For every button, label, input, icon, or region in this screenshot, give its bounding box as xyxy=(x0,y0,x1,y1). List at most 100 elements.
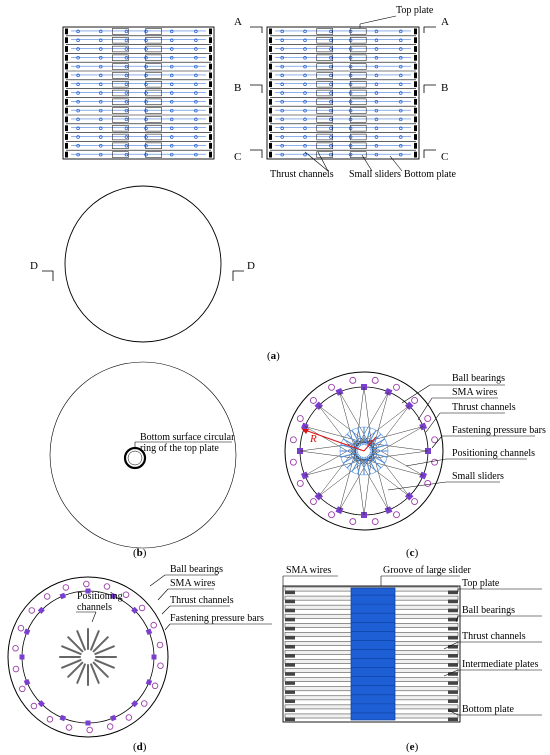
sma-wire-end xyxy=(285,672,295,676)
small-slider xyxy=(366,429,377,447)
ball-bearing xyxy=(329,64,333,69)
ball-bearing xyxy=(424,480,432,487)
ball-bearing xyxy=(12,665,20,673)
ball-bearing xyxy=(280,152,284,157)
pressure-bar xyxy=(414,54,417,61)
ball-bearing xyxy=(296,415,304,422)
ball-bearing xyxy=(98,144,103,148)
ball-bearing xyxy=(76,100,80,104)
label-c-thrust-channels: Thrust channels xyxy=(452,402,516,413)
small-slider xyxy=(145,151,162,158)
pressure-bar xyxy=(65,151,68,158)
small-slider xyxy=(112,54,129,61)
pressure-bar xyxy=(269,116,272,123)
small-slider xyxy=(349,151,367,158)
small-slider xyxy=(316,125,334,132)
ring-assembly-d xyxy=(7,576,169,738)
marker-d-left: D xyxy=(30,260,38,272)
label-d-positioning-line2: channels xyxy=(77,602,112,613)
ball-bearing xyxy=(194,135,198,139)
ball-bearing xyxy=(86,726,93,734)
ball-bearing xyxy=(144,144,148,148)
small-slider xyxy=(368,453,386,464)
ball-bearing xyxy=(169,64,174,69)
fastening-bar xyxy=(151,654,157,660)
ball-bearing xyxy=(329,38,333,42)
ball-bearing xyxy=(280,38,284,42)
ball-bearing xyxy=(289,436,297,444)
ball-bearing xyxy=(169,152,174,157)
small-slider xyxy=(316,142,334,149)
fastening-bar xyxy=(85,720,91,726)
label-top-plate: Top plate xyxy=(396,5,434,16)
ball-bearing xyxy=(19,685,26,693)
ball-bearing xyxy=(103,583,111,590)
fastening-bar xyxy=(59,592,67,600)
ball-bearing xyxy=(12,645,19,652)
ball-bearing xyxy=(303,29,307,34)
small-slider xyxy=(368,438,386,449)
positioning-channel xyxy=(94,659,115,669)
ball-bearing xyxy=(98,82,103,86)
ball-bearing xyxy=(328,511,335,519)
ball-bearing xyxy=(169,29,174,34)
pressure-bar xyxy=(65,54,68,61)
sma-wire-end xyxy=(448,708,458,713)
ball-bearing xyxy=(194,152,198,157)
ball-bearing xyxy=(144,100,148,104)
ball-bearing xyxy=(374,91,379,95)
label-d-thrust-channels: Thrust channels xyxy=(170,595,234,606)
marker-c-right: C xyxy=(441,151,448,163)
ball-bearing xyxy=(374,108,379,113)
pressure-bar xyxy=(209,28,212,35)
stack-outline xyxy=(62,26,215,160)
ball-bearing xyxy=(329,73,333,78)
pressure-bar xyxy=(65,37,68,44)
ball-bearing xyxy=(76,38,80,42)
ball-bearing xyxy=(28,607,36,614)
pressure-bar xyxy=(65,81,68,88)
ball-bearing xyxy=(169,56,174,60)
small-slider xyxy=(357,456,363,475)
ball-bearing xyxy=(303,126,307,130)
sma-wire-end xyxy=(448,699,458,703)
ball-bearing xyxy=(144,135,148,139)
positioning-channel xyxy=(90,663,100,684)
label-c-positioning-channels: Positioning channels xyxy=(452,448,535,459)
ball-bearing xyxy=(124,47,129,51)
small-slider xyxy=(367,433,382,448)
panel-d: Ball bearings SMA wires Thrust channels … xyxy=(7,564,272,753)
ball-bearing xyxy=(169,100,174,104)
ball-bearing xyxy=(194,126,198,130)
ball-bearing xyxy=(169,108,174,113)
marker-a-left: A xyxy=(234,16,242,28)
outer-ring xyxy=(7,576,169,738)
ball-bearing xyxy=(138,604,146,612)
ball-bearing xyxy=(280,82,284,86)
pressure-bar xyxy=(414,90,417,96)
ball-bearing xyxy=(194,47,198,51)
ball-bearing xyxy=(194,82,198,86)
ball-bearing xyxy=(194,117,198,122)
ball-bearing xyxy=(144,73,148,78)
ball-bearing xyxy=(329,152,333,157)
fastening-bar xyxy=(37,606,45,614)
label-e-thrust-channels: Thrust channels xyxy=(462,631,526,642)
pressure-bar xyxy=(414,81,417,88)
small-slider xyxy=(369,444,388,450)
label-c-small-sliders: Small sliders xyxy=(452,471,504,482)
ball-bearing xyxy=(399,144,403,148)
ball-bearing xyxy=(399,82,403,86)
panel-b: Bottom surface circular ring of the top … xyxy=(49,361,237,559)
sma-wire xyxy=(350,426,424,447)
small-slider xyxy=(351,429,362,447)
small-slider xyxy=(145,133,162,141)
ball-bearing xyxy=(371,518,379,526)
fastening-bar xyxy=(145,678,153,686)
small-slider xyxy=(145,45,162,53)
pressure-bar xyxy=(65,134,68,140)
ball-bearing xyxy=(374,38,379,42)
ball-bearing xyxy=(348,108,353,113)
ball-bearing xyxy=(374,126,379,130)
ball-bearing xyxy=(76,47,80,51)
